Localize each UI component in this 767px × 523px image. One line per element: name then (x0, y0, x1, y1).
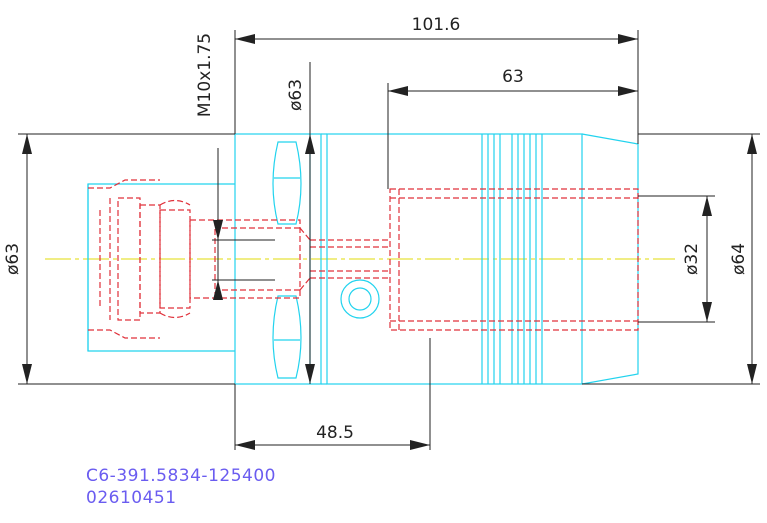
upper-slot (272, 141, 302, 225)
flange-outline (234, 133, 322, 385)
dim-bore-diameter: ø32 (682, 243, 702, 275)
item-code-label: 02610451 (86, 488, 177, 508)
coolant-port-outer (340, 279, 380, 319)
dim-body-diameter: ø64 (729, 243, 749, 275)
part-number-label: C6-391.5834-125400 (86, 466, 276, 486)
dim-bore-depth: 63 (502, 67, 524, 87)
dim-thread: M10x1.75 (195, 33, 215, 117)
body-grooves (481, 134, 543, 384)
dim-gauge-length: 48.5 (316, 423, 354, 443)
body-outline (326, 133, 583, 385)
dimension-lines (18, 30, 760, 450)
dim-overall-length: 101.6 (412, 15, 461, 35)
dim-flange-diameter: ø63 (286, 79, 306, 111)
main-bore-hidden (389, 188, 639, 331)
dim-shank-diameter: ø63 (3, 243, 23, 275)
coolant-port-inner (348, 287, 372, 311)
lower-slot (272, 295, 302, 379)
